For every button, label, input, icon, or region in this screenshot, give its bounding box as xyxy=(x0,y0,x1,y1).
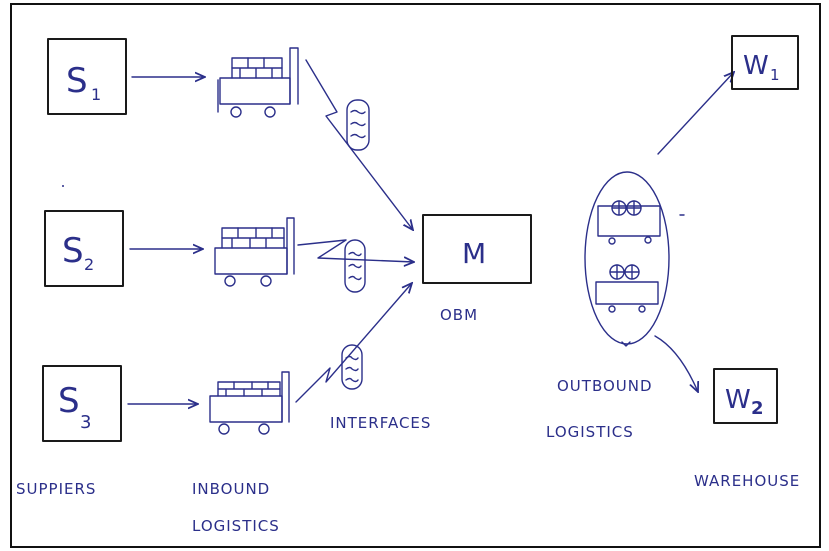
supplier-s2-subscript: 2 xyxy=(84,255,94,274)
label-outbound-line1: OUTBOUND xyxy=(557,377,653,395)
label-suppliers: SUPPIERS xyxy=(16,480,96,498)
label-inbound-line2: LOGISTICS xyxy=(192,517,280,535)
warehouse-w1-subscript: 1 xyxy=(770,66,780,84)
outbound-vessel xyxy=(585,172,669,346)
supplier-s1-letter: S xyxy=(66,61,88,101)
warehouse-w2-letter: W xyxy=(725,385,751,415)
supplier-s3-subscript: 3 xyxy=(80,412,91,433)
arrow-vessel-to-w1 xyxy=(658,72,734,154)
stray-dot xyxy=(62,185,64,187)
label-warehouse: WAREHOUSE xyxy=(694,472,800,490)
supplier-s2-letter: S xyxy=(62,231,84,271)
arrow-truck2-to-oem xyxy=(298,240,414,262)
manufacturer-letter: M xyxy=(462,237,486,270)
inbound-truck-2 xyxy=(215,218,294,286)
interface-capsule-2 xyxy=(345,240,365,292)
interface-capsule-1 xyxy=(347,100,369,150)
warehouse-w2-subscript: 2 xyxy=(751,398,764,419)
warehouse-w1-box: W 1 xyxy=(732,36,798,89)
label-outbound-line2: LOGISTICS xyxy=(546,423,634,441)
warehouse-w2-box: W 2 xyxy=(714,369,777,423)
arrow-vessel-to-w2 xyxy=(655,336,698,392)
supplier-s3-box: S 3 xyxy=(43,366,121,441)
inbound-truck-3 xyxy=(210,372,289,434)
manufacturer-box: M xyxy=(423,215,531,283)
label-interfaces: INTERFACES xyxy=(330,414,431,432)
manufacturer-caption: OBM xyxy=(440,306,478,324)
supplier-s1-subscript: 1 xyxy=(91,85,101,104)
warehouse-w1-letter: W xyxy=(743,51,769,81)
supplier-s1-box: S 1 xyxy=(48,39,126,114)
inbound-truck-1 xyxy=(218,48,298,117)
supplier-s2-box: S 2 xyxy=(45,211,123,286)
arrow-truck3-to-oem xyxy=(296,283,412,402)
label-inbound-line1: INBOUND xyxy=(192,480,270,498)
arrow-truck1-to-oem xyxy=(306,60,413,230)
supplier-s3-letter: S xyxy=(58,381,80,421)
